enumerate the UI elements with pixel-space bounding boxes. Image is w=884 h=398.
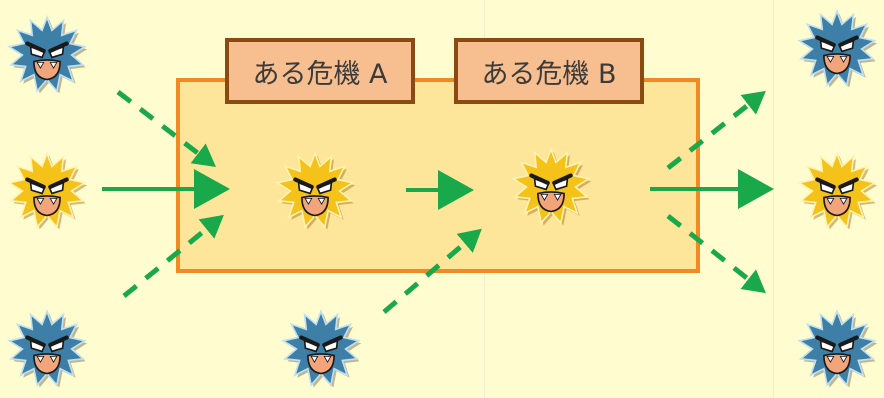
spiky-yellow-monster-icon (796, 150, 878, 232)
crisis-b-label: ある危機 B (454, 38, 644, 104)
arrow-dashed-out-top (666, 90, 766, 170)
spiky-yellow-monster-icon (274, 150, 356, 232)
spiky-yellow-monster-icon (6, 150, 88, 232)
spiky-yellow-monster-icon (510, 146, 592, 228)
arrow-dashed-cross (382, 228, 482, 314)
spiky-blue-monster-icon (6, 308, 88, 390)
arrow-dashed-in-bottom (122, 214, 224, 298)
spiky-blue-monster-icon (6, 14, 88, 96)
crisis-a-label: ある危機 A (225, 38, 415, 104)
arrow-dashed-in-top (116, 90, 216, 168)
spiky-blue-monster-icon (280, 308, 362, 390)
spiky-blue-monster-icon (796, 308, 878, 390)
arrow-dashed-out-bottom (666, 214, 766, 294)
spiky-blue-monster-icon (796, 8, 878, 90)
